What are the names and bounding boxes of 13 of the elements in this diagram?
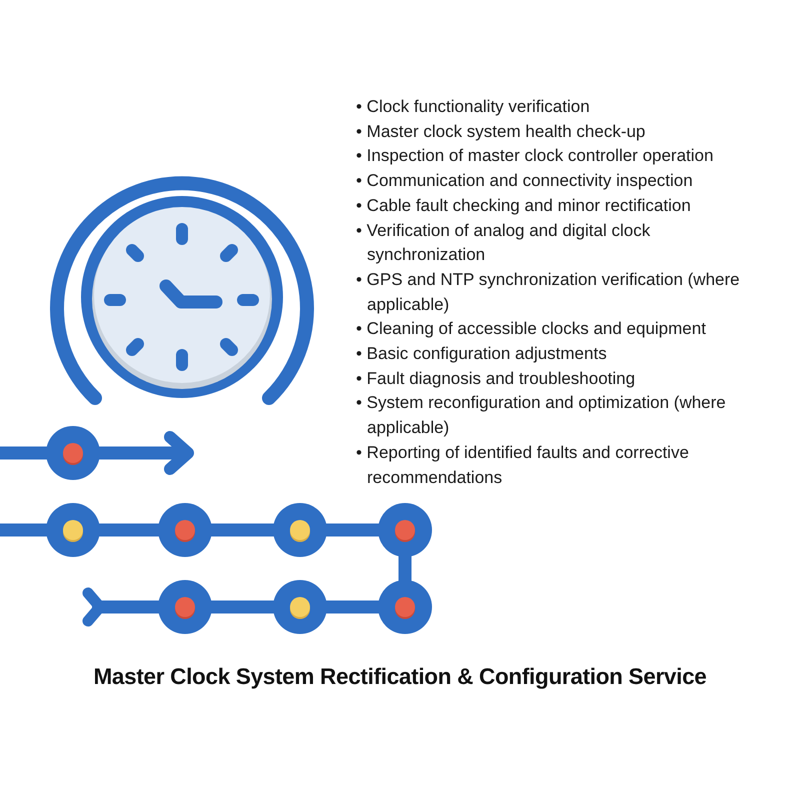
bullet-item: • Cleaning of accessible clocks and equipment [356, 318, 707, 340]
bullet-item: • Basic configuration adjustments [356, 343, 608, 366]
bullet-item: • Reporting of identified faults and corrective recommendations [356, 442, 690, 489]
bullet-item: • Master clock system health check-up [356, 120, 646, 143]
bullet-item: • Verification of analog and digital clock synchronization [356, 220, 652, 266]
bullet-item: • GPS and NTP synchronization verification (where applicable) [356, 268, 741, 316]
bullet-item: • System reconfiguration and optimization (where applicable) [356, 392, 727, 440]
bullet-item: • Communication and connectivity inspection [356, 170, 694, 192]
bullet-item: • Inspection of master clock controller operation [356, 145, 714, 168]
bullet-item: • Clock functionality verification [356, 96, 591, 118]
title: Master Clock System Rectification & Configuration Service [92, 664, 708, 690]
bullet-item: • Fault diagnosis and troubleshooting [356, 368, 636, 390]
bullet-item: • Cable fault checking and minor rectification [356, 194, 692, 217]
